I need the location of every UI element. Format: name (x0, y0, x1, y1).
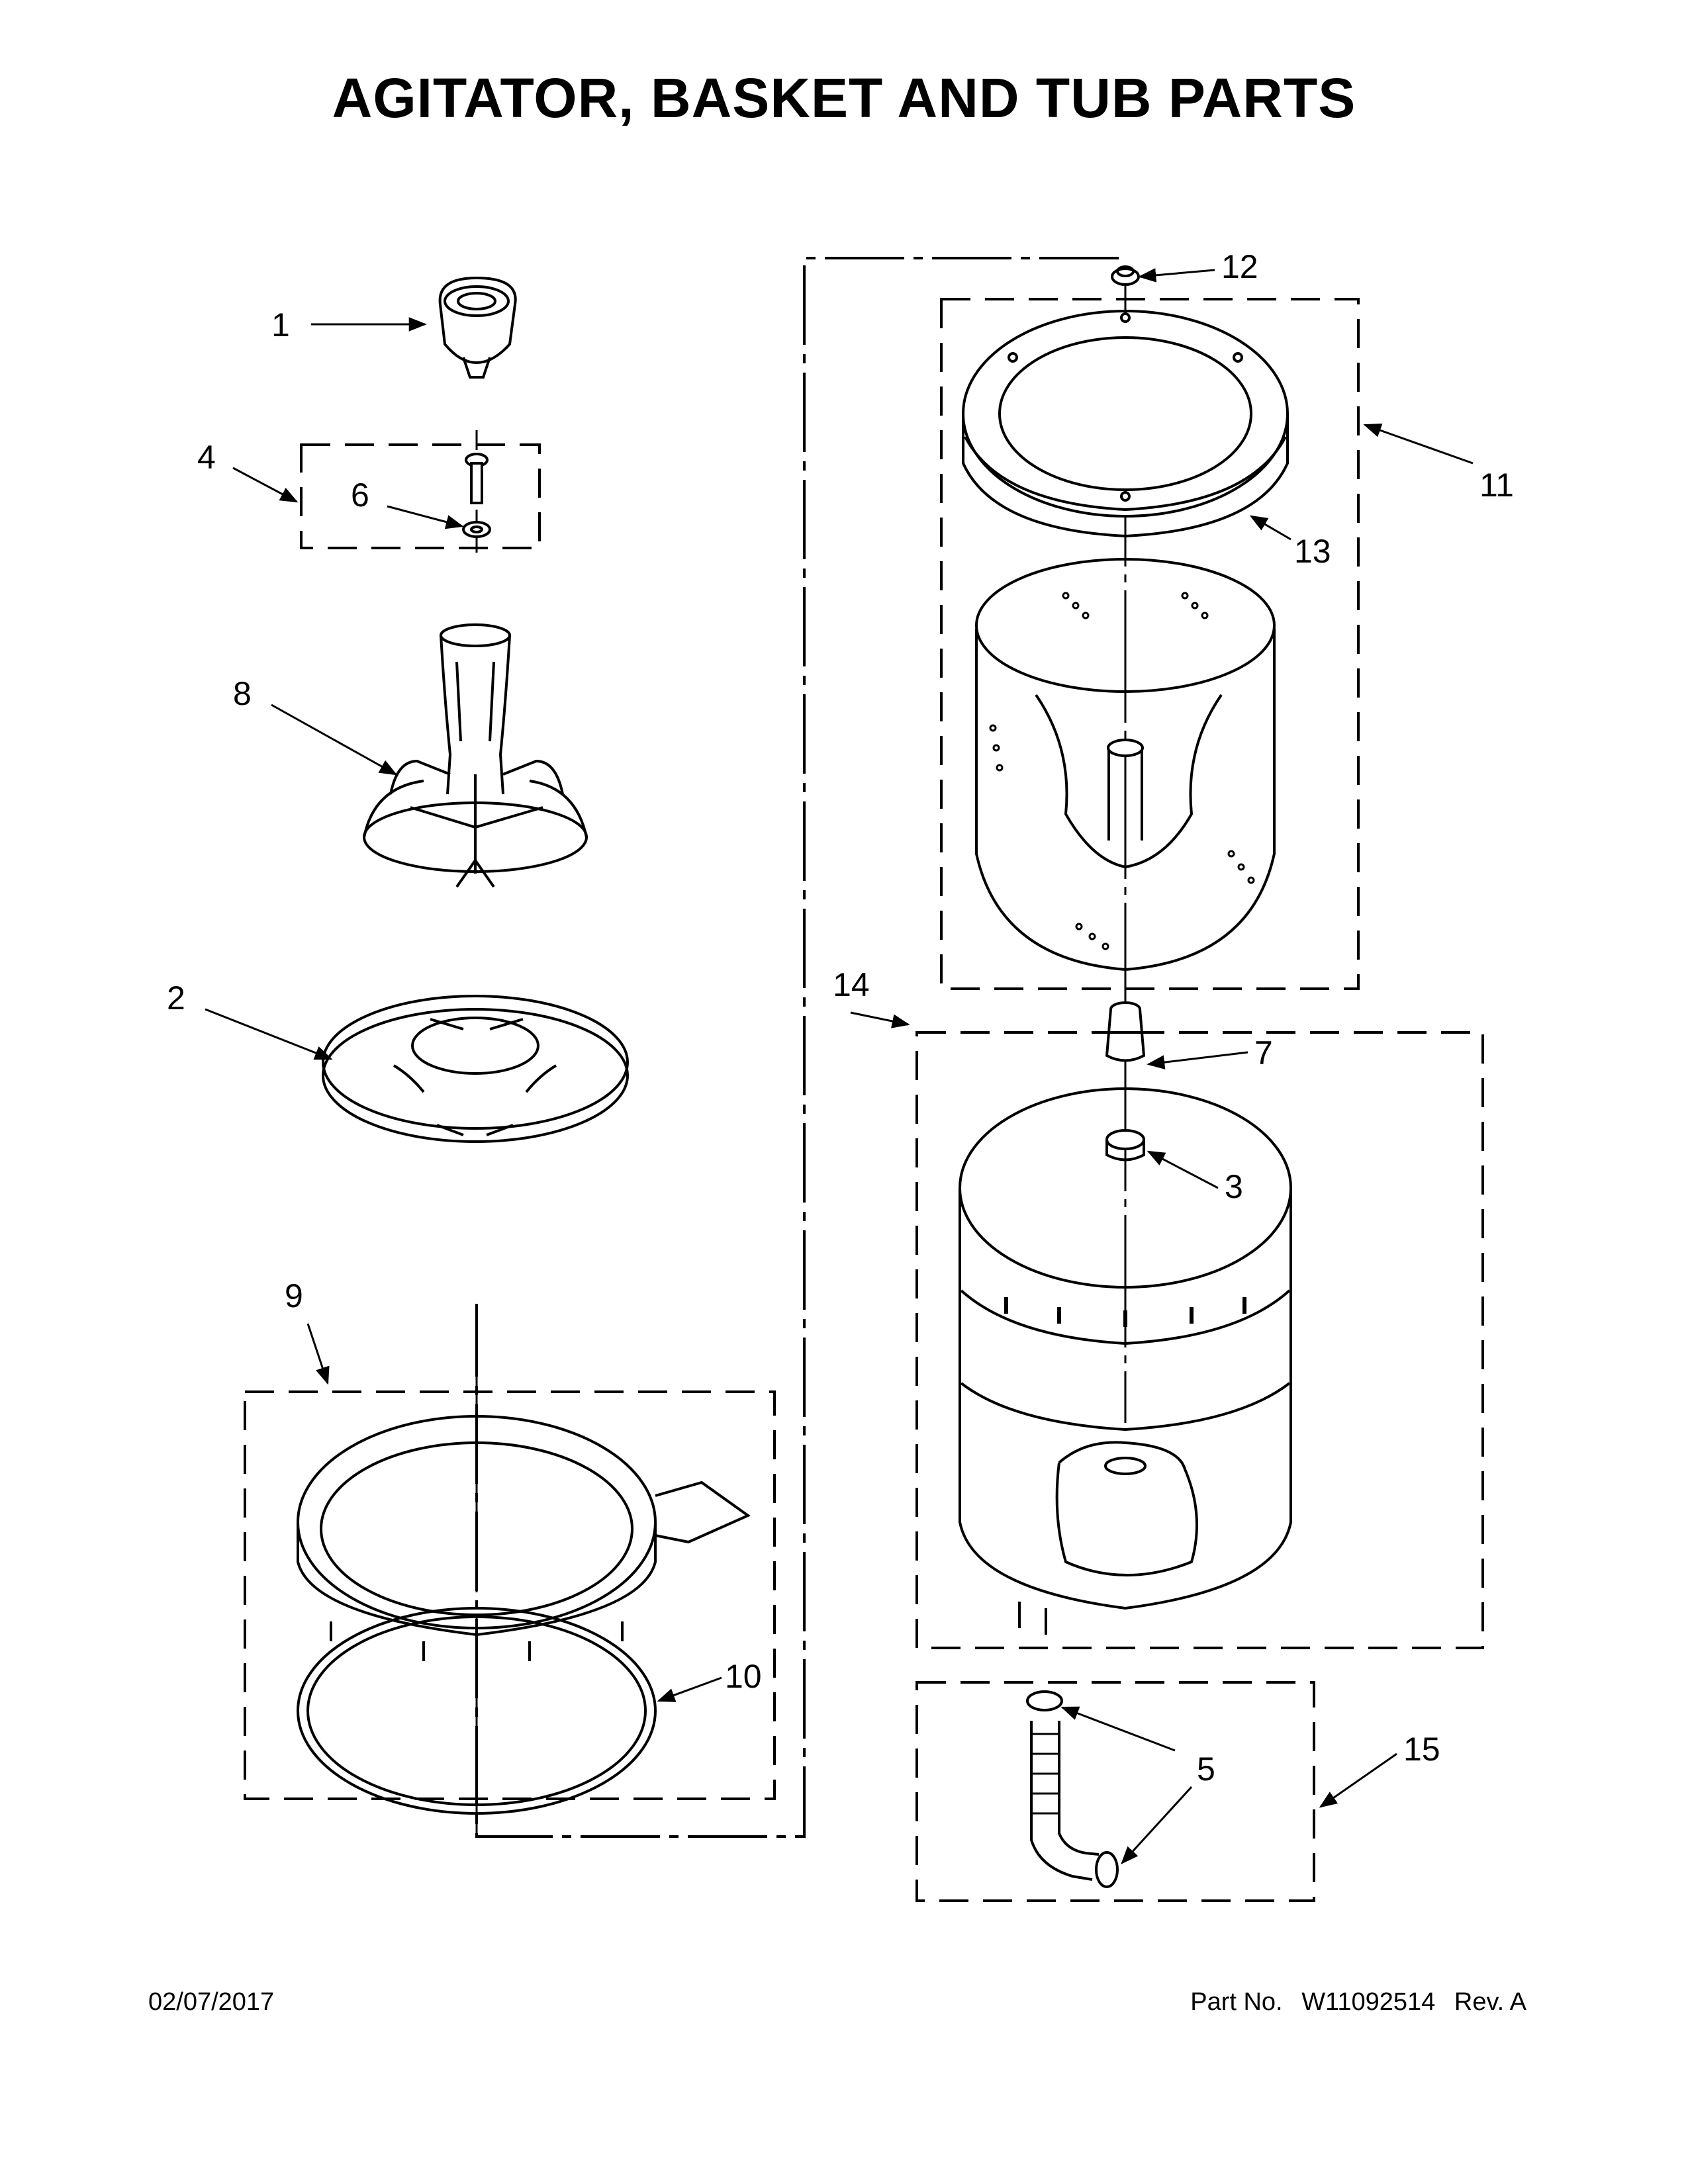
page-title: AGITATOR, BASKET AND TUB PARTS (332, 67, 1356, 129)
footer-part-label: Part No. (1190, 1988, 1283, 2016)
hub-nut-part (1105, 1129, 1145, 1161)
agitator-bolt-part (462, 430, 491, 553)
group-box-4 (300, 443, 541, 549)
callout-15: 15 (1403, 1731, 1440, 1768)
balance-ring-part (962, 310, 1289, 538)
callout-5: 5 (1197, 1751, 1215, 1788)
callout-14: 14 (833, 966, 870, 1003)
callout-9: 9 (285, 1277, 303, 1314)
tub-ring-part (297, 1415, 751, 1815)
group-box-15 (915, 1681, 1315, 1902)
callout-2: 2 (167, 979, 185, 1017)
footer-revision: Rev. A (1454, 1988, 1526, 2016)
footer-part-number: W11092514 (1301, 1988, 1436, 2016)
callout-1: 1 (271, 306, 290, 343)
group-box-9 (244, 1390, 776, 1800)
callout-6: 6 (351, 477, 369, 514)
footer-date: 02/07/2017 (148, 1988, 275, 2016)
group-box-11 (940, 298, 1360, 990)
callout-3: 3 (1225, 1168, 1243, 1205)
callout-arrows (205, 268, 1474, 1864)
nut-part (1111, 265, 1140, 286)
assembly-connector-line (475, 257, 1119, 1838)
agitator-plate-part (322, 995, 629, 1143)
callout-7: 7 (1254, 1034, 1273, 1071)
drain-hose-part (1026, 1690, 1119, 1888)
callout-13: 13 (1294, 533, 1331, 570)
callout-11: 11 (1479, 467, 1514, 504)
callout-10: 10 (725, 1658, 762, 1695)
drive-hub-part (1105, 1001, 1146, 1062)
callout-8: 8 (233, 675, 252, 712)
callout-4: 4 (197, 439, 216, 476)
agitator-part (363, 623, 588, 888)
footer-part-info: Part No. W11092514 Rev. A (1190, 1988, 1526, 2017)
group-box-14 (915, 1031, 1484, 1649)
outer-tub-part (959, 1087, 1292, 1635)
callout-12: 12 (1221, 248, 1258, 285)
agitator-cap-part (438, 276, 517, 379)
basket-part (975, 558, 1276, 972)
